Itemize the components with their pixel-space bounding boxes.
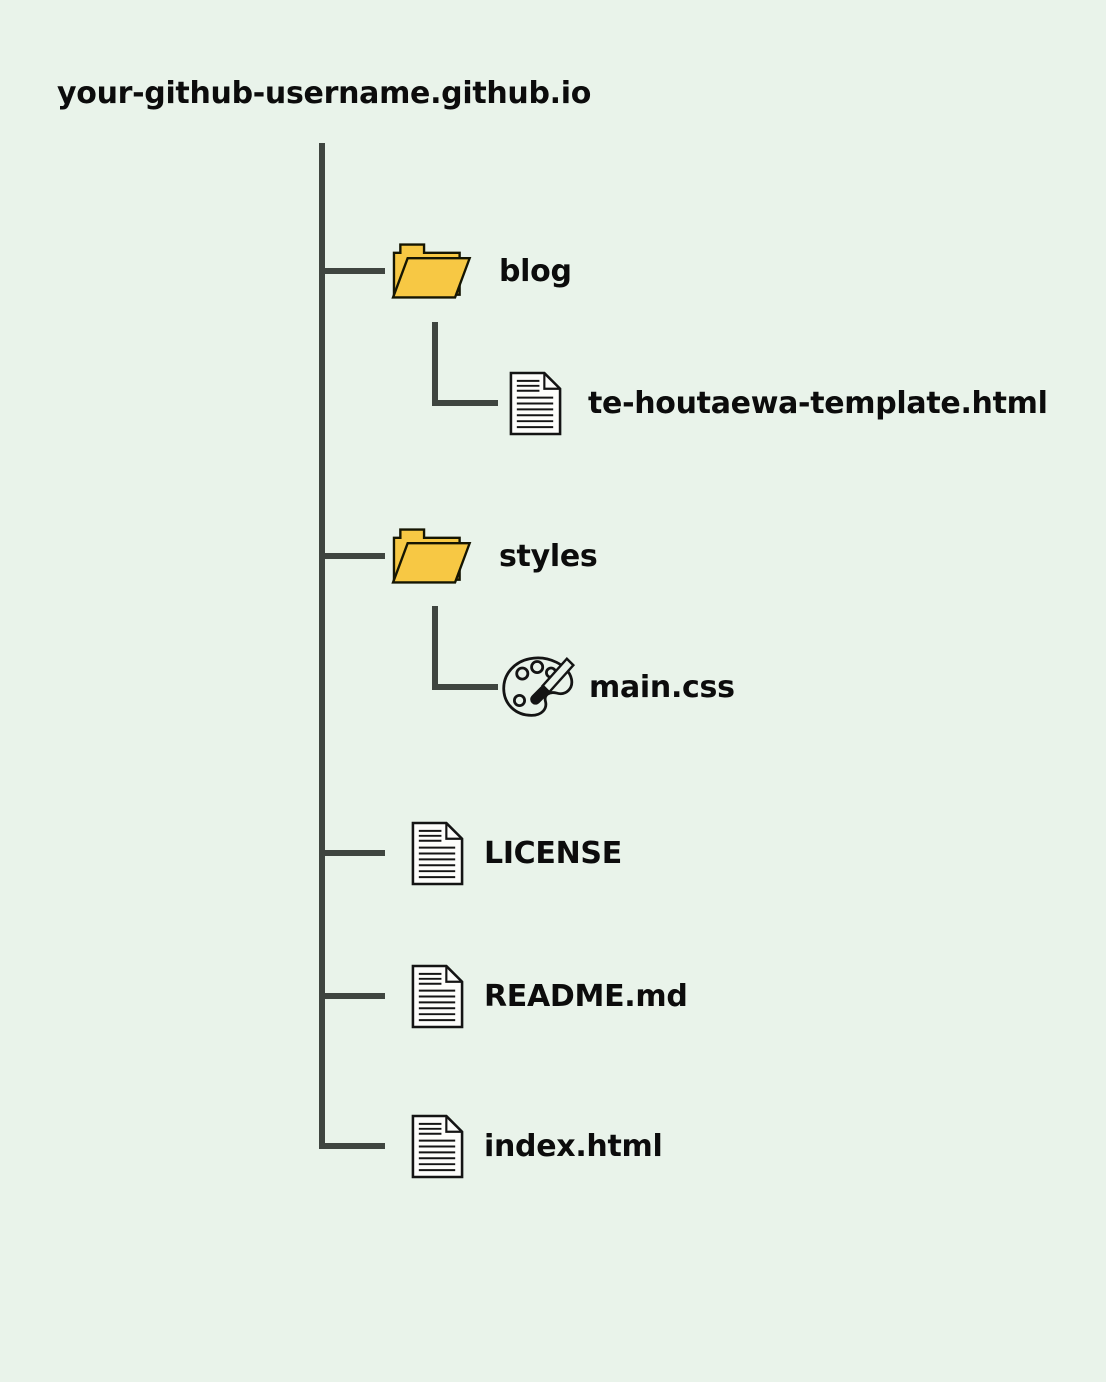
tree-node-te-houtaewa-template: te-houtaewa-template.html: [507, 370, 1048, 436]
tree-subbranch-blog-horizontal: [432, 400, 498, 406]
tree-node-label: LICENSE: [484, 835, 622, 871]
tree-node-index: index.html: [409, 1113, 663, 1179]
tree-trunk-line: [319, 143, 325, 1149]
tree-branch-styles: [319, 553, 385, 559]
tree-node-label: index.html: [484, 1128, 663, 1164]
document-icon: [411, 821, 464, 885]
tree-branch-readme: [319, 993, 385, 999]
tree-node-main-css: main.css: [500, 651, 735, 723]
document-icon: [509, 371, 562, 435]
document-icon: [411, 964, 464, 1028]
tree-branch-blog: [319, 268, 385, 274]
tree-node-label: main.css: [589, 669, 735, 705]
root-label: your-github-username.github.io: [57, 76, 592, 111]
tree-node-readme: README.md: [409, 963, 688, 1029]
tree-node-styles: styles: [389, 525, 598, 587]
tree-node-license: LICENSE: [409, 820, 622, 886]
tree-branch-index: [319, 1143, 385, 1149]
paint-palette-icon: [502, 656, 576, 717]
tree-subbranch-blog-vertical: [432, 322, 438, 406]
tree-node-blog: blog: [389, 240, 572, 302]
tree-node-label: README.md: [484, 978, 688, 1014]
document-icon: [411, 1114, 464, 1178]
tree-node-label: te-houtaewa-template.html: [588, 385, 1048, 421]
tree-node-label: styles: [499, 538, 598, 574]
tree-subbranch-styles-horizontal: [432, 684, 498, 690]
tree-node-label: blog: [499, 253, 572, 289]
open-folder-icon: [391, 243, 472, 299]
open-folder-icon: [391, 528, 472, 584]
tree-branch-license: [319, 850, 385, 856]
tree-subbranch-styles-vertical: [432, 606, 438, 690]
